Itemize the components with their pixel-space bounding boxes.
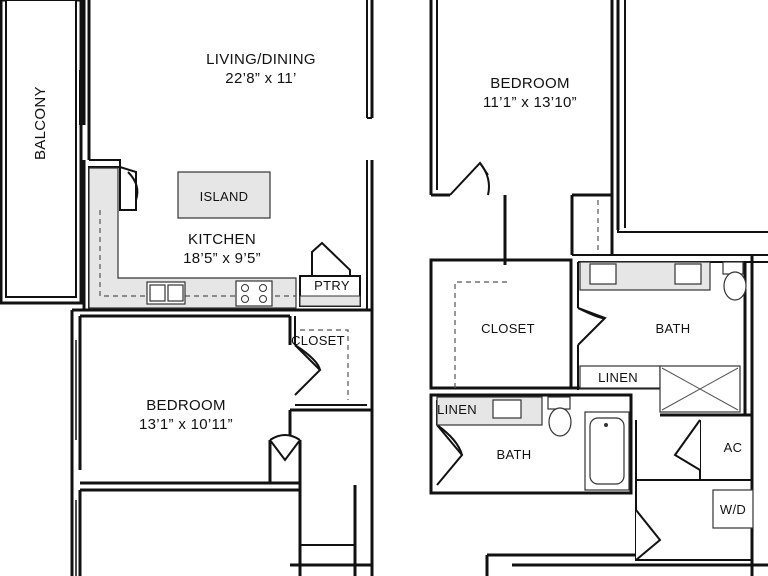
- master-bath-fixtures: [579, 261, 747, 413]
- living-dining-name: LIVING/DINING: [206, 51, 316, 68]
- ac-label: AC: [724, 440, 743, 455]
- kitchen-dims: 18’5” x 9’5”: [183, 250, 261, 267]
- balcony-area: [0, 0, 83, 305]
- closet-shelf: [300, 329, 349, 400]
- kitchen-island: [177, 171, 271, 219]
- bedroom-left-dims: 13’1” x 10’11”: [139, 416, 233, 433]
- left-door-swings: [119, 165, 351, 462]
- pantry-box: [299, 275, 361, 307]
- bedroom-left-name: BEDROOM: [146, 397, 226, 414]
- linen-hall-label: LINEN: [437, 402, 477, 417]
- island-label: ISLAND: [200, 189, 249, 204]
- balcony-label: BALCONY: [32, 86, 49, 160]
- pantry-label: PTRY: [314, 278, 350, 293]
- closet-left-label: CLOSET: [291, 333, 345, 348]
- hall-bath-label: BATH: [497, 447, 532, 462]
- closet-right-label: CLOSET: [481, 321, 535, 336]
- right-door-swings: [436, 161, 701, 561]
- washer-dryer-label: W/D: [720, 502, 746, 517]
- bedroom-right-dims: 11’1” x 13’10”: [483, 94, 577, 111]
- washer-dryer-box: [712, 489, 754, 529]
- kitchen-counter: [88, 167, 297, 309]
- linen-master-label: LINEN: [598, 370, 638, 385]
- bedroom-right-name: BEDROOM: [490, 75, 570, 92]
- master-bath-label: BATH: [656, 321, 691, 336]
- living-dining-dims: 22’8” x 11’: [225, 70, 296, 87]
- hall-bath-fixtures: [436, 396, 630, 491]
- kitchen-name: KITCHEN: [188, 231, 256, 248]
